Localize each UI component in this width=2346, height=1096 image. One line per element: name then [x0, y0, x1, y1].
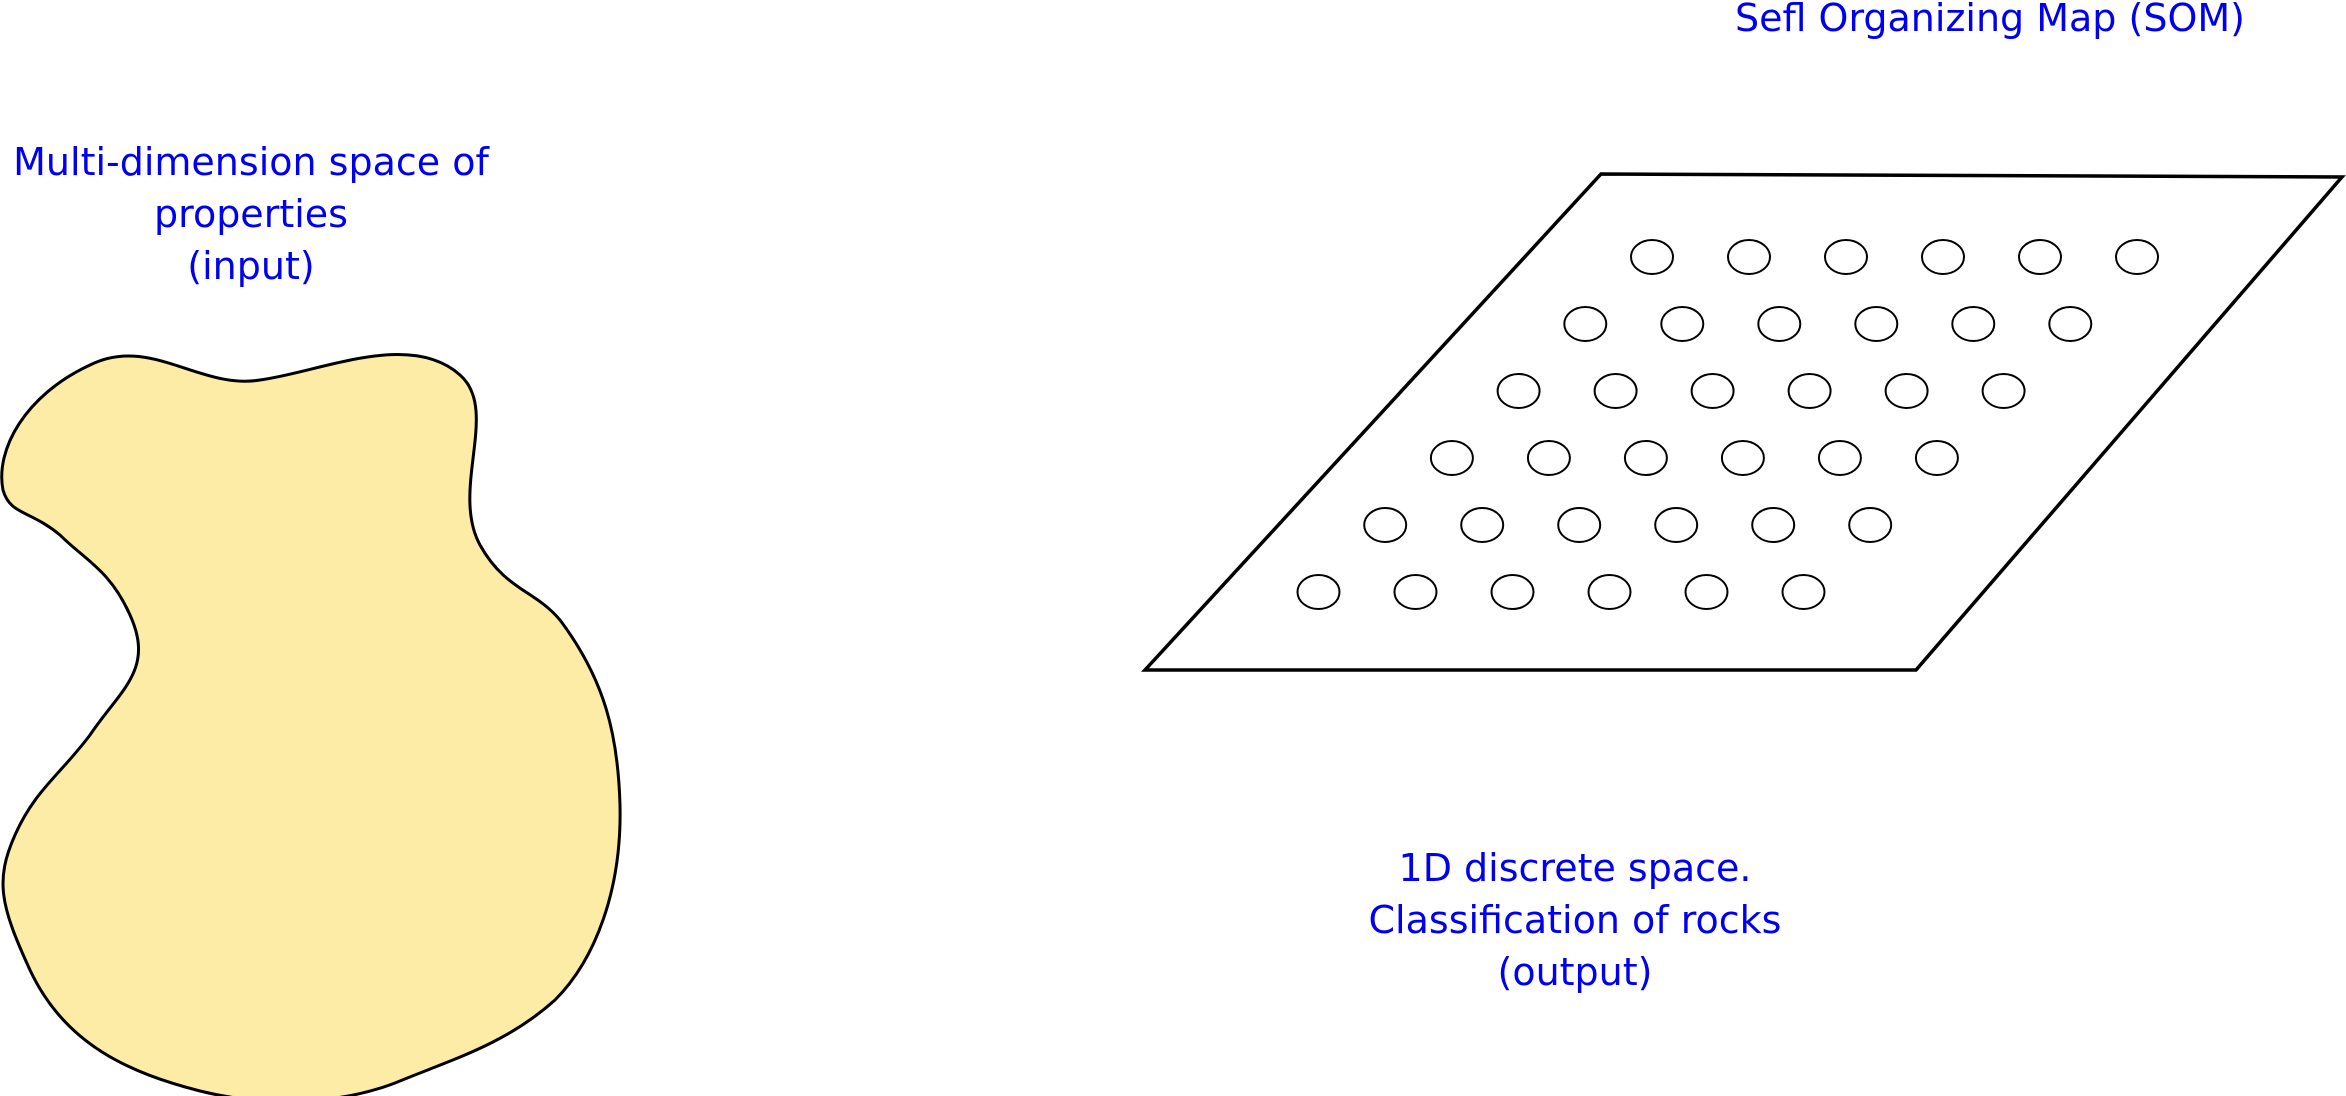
som-node-r5-c1 [1363, 507, 1408, 543]
som-node-r3-c6 [1981, 373, 2026, 409]
som-node-r1-c4 [1921, 239, 1965, 275]
som-node-r1-c2 [1727, 239, 1771, 275]
output-label-line-2: Classification of rocks [1368, 898, 1782, 942]
som-node-r1-c3 [1824, 239, 1868, 275]
som-node-r2-c6 [2048, 306, 2093, 342]
som-node-r6-c3 [1490, 574, 1535, 610]
som-node-r4-c3 [1623, 440, 1668, 476]
input-label-line-1: Multi-dimension space of [13, 140, 489, 184]
som-node-r4-c4 [1720, 440, 1765, 476]
input-label-line-3: (input) [187, 244, 315, 288]
som-node-r2-c5 [1951, 306, 1996, 342]
som-node-r2-c1 [1563, 306, 1608, 342]
som-node-r4-c2 [1526, 440, 1571, 476]
som-plane [1141, 172, 2346, 672]
output-label-line-3: (output) [1497, 950, 1653, 994]
som-node-r4-c5 [1817, 440, 1862, 476]
som-title-text: Sefl Organizing Map (SOM) [1735, 0, 2245, 40]
som-node-r6-c5 [1684, 574, 1729, 610]
som-node-r6-c6 [1781, 574, 1826, 610]
som-node-r5-c5 [1751, 507, 1796, 543]
som-node-r3-c5 [1884, 373, 1929, 409]
som-node-r5-c2 [1460, 507, 1505, 543]
som-node-r6-c2 [1393, 574, 1438, 610]
input-label-line-2: properties [154, 192, 348, 236]
som-node-r1-c5 [2018, 239, 2062, 275]
som-node-r3-c4 [1787, 373, 1832, 409]
som-title: Sefl Organizing Map (SOM) [1640, 0, 2340, 44]
som-node-r6-c1 [1296, 574, 1341, 610]
som-node-r6-c4 [1587, 574, 1632, 610]
som-node-r5-c4 [1654, 507, 1699, 543]
output-space-label: 1D discrete space. Classification of roc… [1275, 842, 1875, 998]
som-node-r4-c1 [1429, 440, 1474, 476]
som-node-r2-c4 [1854, 306, 1899, 342]
som-node-r4-c6 [1914, 440, 1959, 476]
som-node-grid [1296, 239, 2159, 610]
som-node-r2-c2 [1660, 306, 1705, 342]
som-node-r2-c3 [1757, 306, 1802, 342]
output-label-line-1: 1D discrete space. [1398, 846, 1752, 890]
input-space-blob [0, 353, 622, 1096]
som-node-r3-c3 [1690, 373, 1735, 409]
som-node-r5-c6 [1848, 507, 1893, 543]
som-node-r1-c6 [2115, 239, 2159, 275]
som-node-r5-c3 [1557, 507, 1602, 543]
som-node-r1-c1 [1630, 239, 1674, 275]
som-node-r3-c1 [1496, 373, 1541, 409]
som-node-r3-c2 [1593, 373, 1638, 409]
input-space-label: Multi-dimension space of properties (inp… [0, 136, 502, 292]
